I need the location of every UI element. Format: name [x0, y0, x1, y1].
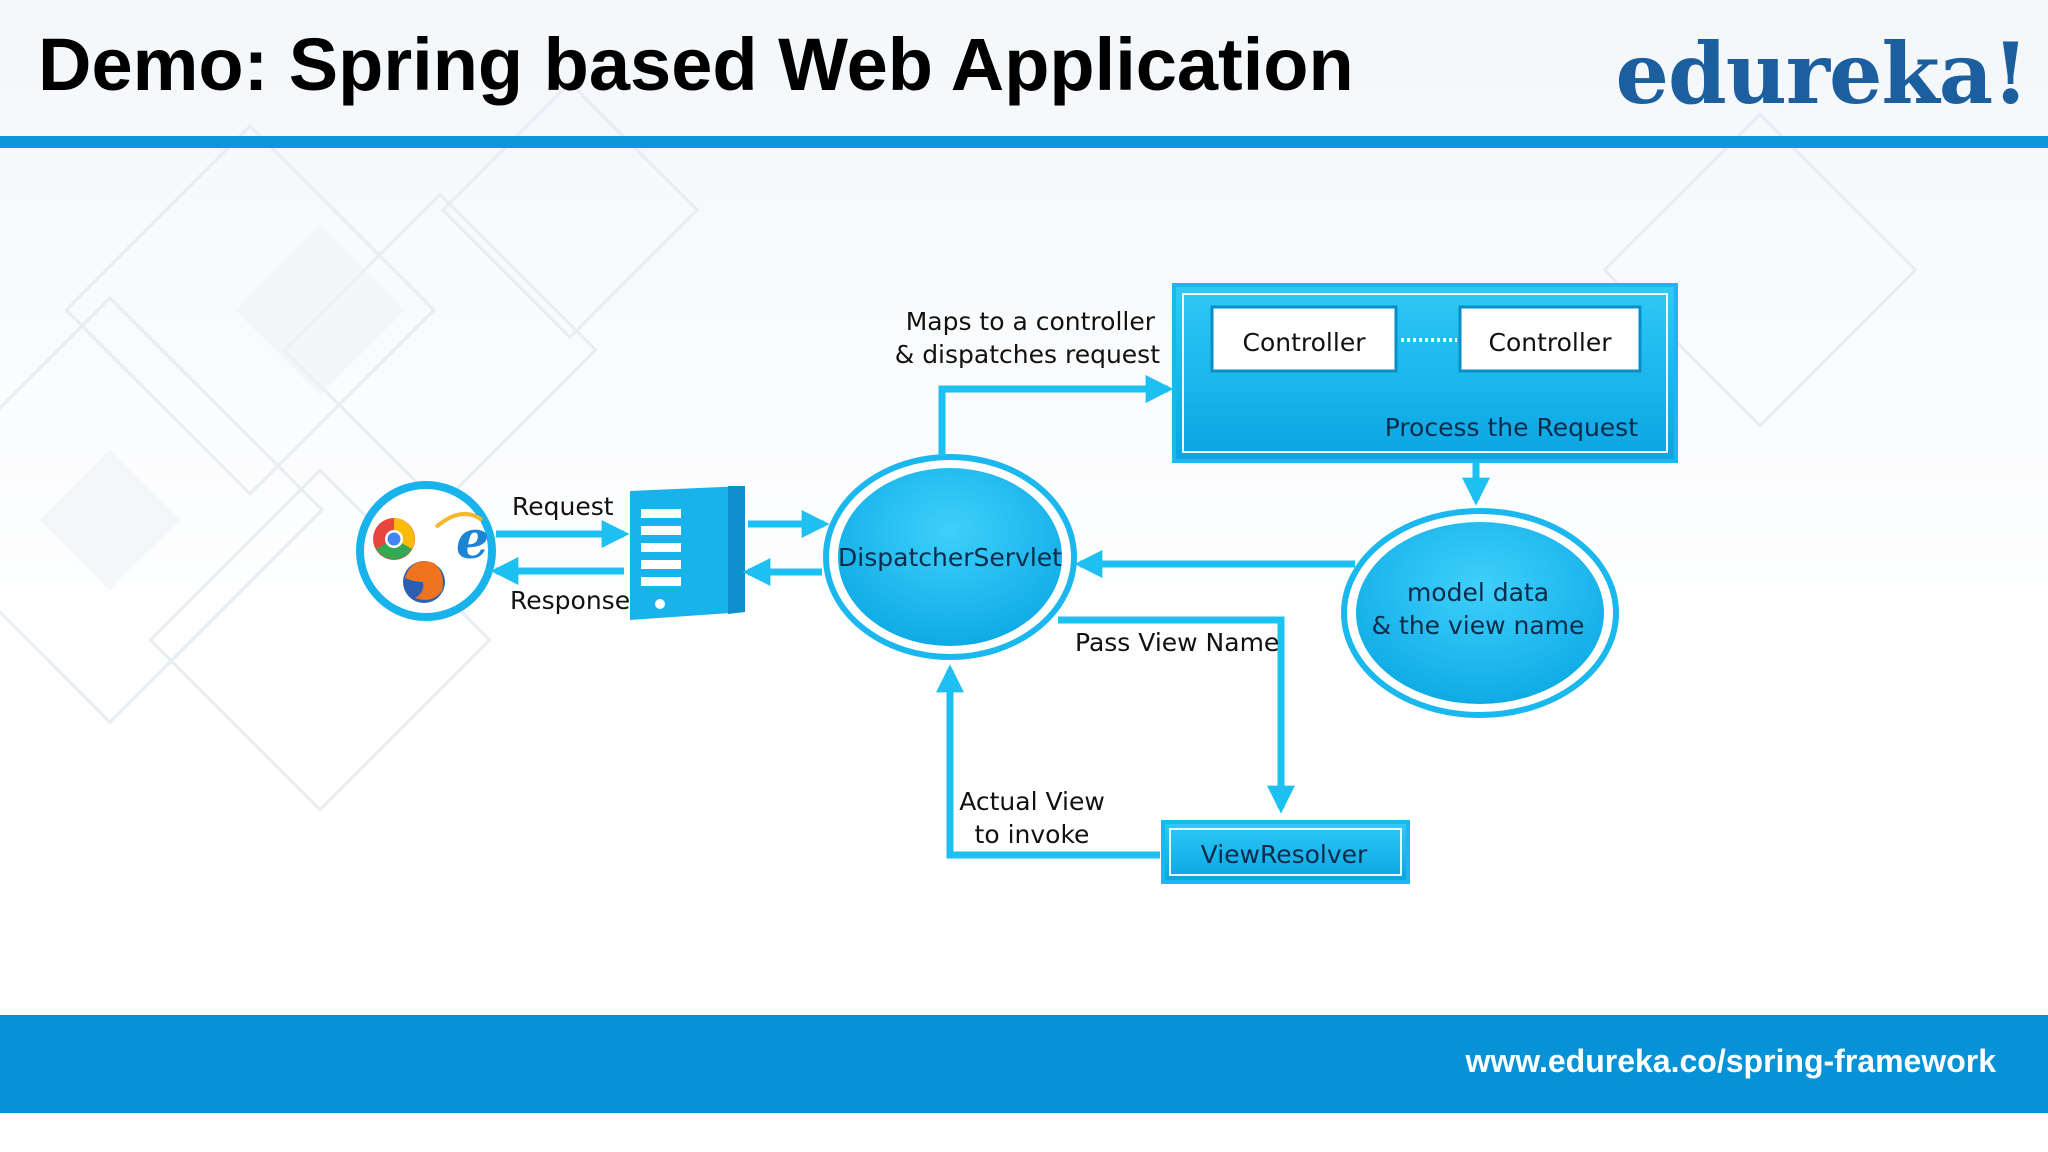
svg-text:e: e	[456, 510, 489, 571]
pass-view-name-arrow	[1058, 616, 1295, 814]
internet-explorer-icon: e	[434, 510, 489, 571]
chrome-icon	[373, 518, 415, 560]
browser-node: e	[356, 481, 496, 621]
actual-view-arrow	[936, 664, 1160, 859]
maps-label-line1: Maps to a controller	[906, 307, 1156, 336]
dispatcher-servlet-label: DispatcherServlet	[838, 543, 1062, 572]
controller-b-label: Controller	[1489, 328, 1613, 357]
actual-view-label-line1: Actual View	[959, 787, 1105, 816]
controller-box-b: Controller	[1458, 305, 1642, 373]
pass-view-name-label: Pass View Name	[1075, 628, 1279, 657]
edureka-logo: edureka!	[1615, 24, 2029, 123]
dispatch-to-controller-arrow	[938, 375, 1174, 456]
actual-view-label-line2: to invoke	[975, 820, 1090, 849]
controller-a-label: Controller	[1243, 328, 1367, 357]
view-resolver-node: ViewResolver	[1161, 820, 1410, 884]
model-label-line1: model data	[1407, 578, 1549, 607]
model-data-node: model data & the view name	[1341, 508, 1619, 718]
controller-box-a: Controller	[1210, 305, 1398, 373]
request-label: Request	[512, 492, 614, 521]
model-label-line2: & the view name	[1372, 611, 1585, 640]
maps-label-line2: & dispatches request	[895, 340, 1160, 369]
process-request-label: Process the Request	[1385, 413, 1639, 442]
controller-group: Controller Controller Process the Reques…	[1172, 283, 1678, 463]
response-label: Response	[510, 586, 630, 615]
title-divider	[0, 136, 2048, 148]
slide-title: Demo: Spring based Web Application	[38, 23, 1354, 106]
view-resolver-label: ViewResolver	[1201, 840, 1368, 869]
footer-bar: www.edureka.co/spring-framework	[0, 1015, 2048, 1113]
footer-url: www.edureka.co/spring-framework	[1465, 1043, 1996, 1079]
server-icon	[630, 486, 745, 620]
firefox-icon	[403, 561, 445, 603]
dispatcher-servlet-node: DispatcherServlet	[823, 454, 1077, 660]
